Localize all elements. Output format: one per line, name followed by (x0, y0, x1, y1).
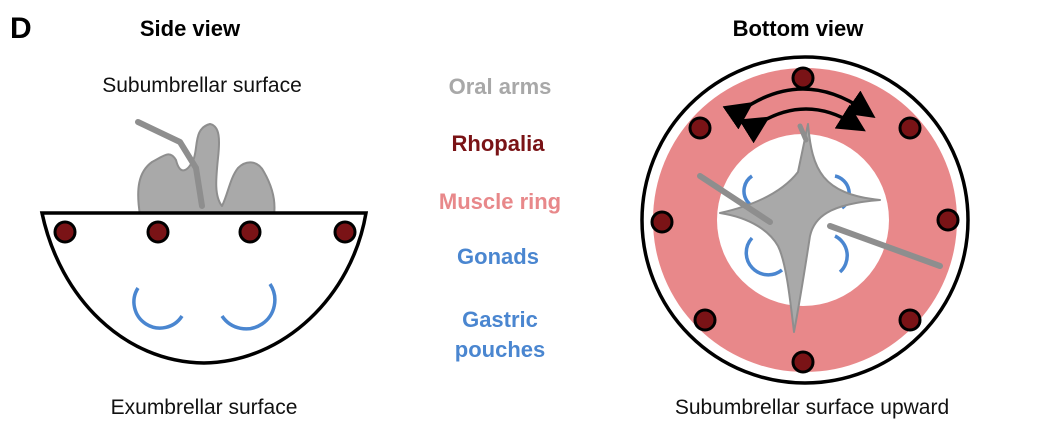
bottom-rhopalia (650, 66, 960, 374)
bottom-view-bottom-caption: Subumbrellar surface upward (674, 396, 950, 419)
legend-rhopalia: Rhopalia (452, 129, 545, 159)
rhopalium (791, 66, 815, 90)
rhopalium (238, 220, 262, 244)
rhopalium (333, 220, 357, 244)
legend-oral-arms-label: Oral arms (448, 74, 552, 99)
legend-gastric-pouches: Gastric pouches (455, 305, 545, 365)
side-view-top-caption: Subumbrellar surface (102, 74, 302, 97)
legend-oral-arms: Oral arms (449, 72, 552, 102)
legend-gonads: Gonads (457, 242, 539, 272)
side-rhopalia (53, 220, 357, 244)
rhopalium (936, 208, 960, 232)
rhopalium (791, 350, 815, 374)
legend-muscle-ring: Muscle ring (439, 187, 561, 217)
side-view-heading: Side view (139, 16, 241, 41)
legend-gastric-pouches-line1: Gastric (462, 307, 538, 332)
side-view-bottom-caption: Exumbrellar surface (110, 396, 298, 419)
side-oral-arms (135, 119, 276, 216)
arrow-outer (722, 87, 876, 130)
gastric-pouch (744, 236, 784, 277)
bottom-view-drawing (640, 55, 970, 385)
bottom-view-heading: Bottom view (732, 16, 864, 41)
rhopalium (898, 116, 922, 140)
rhopalium (693, 308, 717, 332)
legend-gonads-label: Gonads (457, 244, 539, 269)
rhopalium (898, 308, 922, 332)
pulse-arrows (722, 87, 876, 144)
rhopalium (688, 116, 712, 140)
gastric-pouch (834, 234, 849, 274)
arrow-inner (738, 104, 866, 144)
side-gonad (220, 283, 277, 331)
side-bell (39, 211, 369, 365)
rhopalium (53, 220, 77, 244)
bottom-oral-arms (697, 123, 943, 333)
rhopalium (146, 220, 170, 244)
panel-label: D (10, 12, 32, 45)
legend-muscle-ring-label: Muscle ring (438, 189, 562, 214)
rhopalium (650, 210, 674, 234)
side-view-drawing (39, 119, 369, 365)
legend-rhopalia-label: Rhopalia (451, 131, 545, 156)
side-gonad (132, 287, 184, 330)
legend-gastric-pouches-line2: pouches (454, 337, 546, 362)
